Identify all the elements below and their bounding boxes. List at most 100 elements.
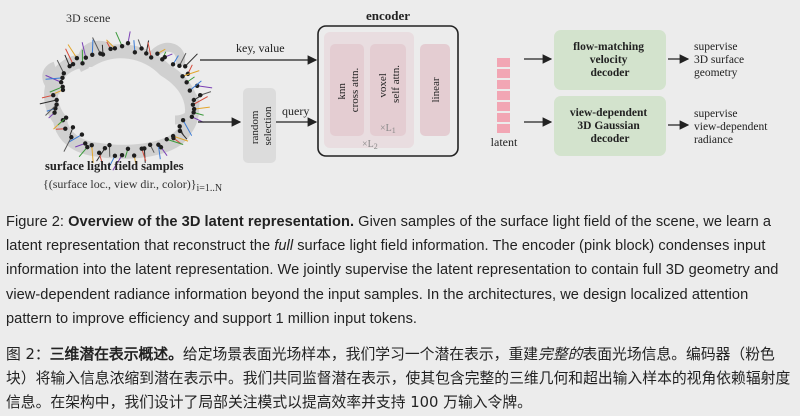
sample-ray xyxy=(112,154,123,171)
sample-ray xyxy=(157,144,161,160)
geometry-supervision-label: supervise 3D surface geometry xyxy=(694,41,747,79)
latent-cell xyxy=(497,80,510,89)
sample-point xyxy=(85,144,90,150)
sample-point xyxy=(58,80,64,85)
latent-cell xyxy=(497,58,510,67)
sample-ray xyxy=(197,85,213,89)
caption-zh-text-2: 表面光场信息。编码器（粉色块）将输入信息浓缩到潜在表示中。我们共同监督潜在表示，… xyxy=(6,346,791,411)
sample-point xyxy=(144,51,149,56)
sample-point xyxy=(197,93,203,98)
sample-point xyxy=(132,50,138,55)
inner-repeat-label: ×L1 xyxy=(380,123,396,135)
sample-ray xyxy=(65,48,74,65)
latent-cell xyxy=(497,91,510,100)
caption-english: Figure 2: Overview of the 3D latent repr… xyxy=(6,210,794,331)
sample-ray xyxy=(192,96,208,106)
sample-point xyxy=(119,43,125,49)
voxel-self-attn-block xyxy=(370,44,406,136)
encoder-title: encoder xyxy=(366,8,410,23)
sample-ray xyxy=(92,37,101,54)
sample-ray xyxy=(194,106,210,110)
sample-point xyxy=(102,146,108,151)
samples-formula: {(surface loc., view dir., color)}i=1..N xyxy=(43,177,222,194)
sample-ray xyxy=(45,77,63,80)
sample-ray xyxy=(107,155,116,169)
sample-point xyxy=(177,63,182,69)
knn-cross-attn-block xyxy=(330,44,364,136)
sample-point xyxy=(177,124,182,129)
flow-matching-decoder-block xyxy=(554,30,666,90)
latent-label: latent xyxy=(491,135,518,149)
sample-point xyxy=(184,80,189,85)
caption-zh-prefix: 图 2： xyxy=(6,346,50,363)
caption-en-title: Overview of the 3D latent representation… xyxy=(68,214,355,230)
sample-point xyxy=(180,74,185,79)
sample-point xyxy=(90,52,95,58)
sample-point xyxy=(70,125,76,130)
sample-point xyxy=(100,52,106,57)
sample-ray xyxy=(189,80,202,91)
sample-point xyxy=(63,115,69,120)
caption-en-prefix: Figure 2: xyxy=(6,214,69,230)
sample-point xyxy=(187,88,193,93)
latent-cell xyxy=(497,113,510,122)
sample-point xyxy=(177,128,183,134)
sample-ray xyxy=(178,52,187,67)
sample-ray xyxy=(56,59,65,74)
sample-point xyxy=(119,152,125,158)
linear-label: linear xyxy=(430,77,442,102)
sample-point xyxy=(164,137,169,142)
sample-point xyxy=(189,114,195,120)
sample-point xyxy=(180,118,186,123)
sample-point xyxy=(155,51,160,56)
sample-point xyxy=(52,110,57,115)
sample-ray xyxy=(49,86,63,93)
sample-point xyxy=(51,92,56,98)
sample-ray xyxy=(67,44,78,59)
flow-matching-decoder-label: flow-matching velocity decoder xyxy=(573,41,647,79)
sample-point xyxy=(89,142,94,148)
sample-point xyxy=(54,102,59,107)
latent-cell xyxy=(497,69,510,78)
sample-point xyxy=(74,55,80,61)
sample-point xyxy=(67,63,72,69)
sample-ray xyxy=(68,134,83,143)
sample-point xyxy=(156,142,161,147)
sample-point xyxy=(190,102,196,107)
sample-point xyxy=(83,141,88,146)
scene-point-cloud xyxy=(39,31,213,171)
sample-ray xyxy=(147,42,152,58)
sample-point xyxy=(60,84,65,89)
sample-ray xyxy=(115,31,123,47)
sample-point xyxy=(191,110,196,115)
sample-ray xyxy=(96,147,106,162)
sample-point xyxy=(148,55,154,60)
sample-point xyxy=(131,153,137,158)
sample-ray xyxy=(182,70,200,77)
caption-chinese: 图 2：三维潜在表示概述。给定场景表面光场样本，我们学习一个潜在表示，重建完整的… xyxy=(6,343,794,415)
sample-point xyxy=(63,126,68,131)
caption-zh-text-1: 给定场景表面光场样本，我们学习一个潜在表示，重建 xyxy=(182,346,539,363)
sample-point xyxy=(170,62,176,67)
sample-ray xyxy=(63,136,72,152)
sample-point xyxy=(147,142,153,147)
gaussian-decoder-label: view-dependent 3D Gaussian decoder xyxy=(570,107,650,145)
latent-stack xyxy=(497,58,510,133)
sample-ray xyxy=(39,99,57,105)
sample-point xyxy=(69,134,74,140)
key-value-label: key, value xyxy=(236,41,285,55)
caption-en-italic: full xyxy=(274,238,294,255)
sample-point xyxy=(80,61,85,66)
query-label: query xyxy=(282,104,309,118)
caption-zh-title: 三维潜在表示概述。 xyxy=(49,346,183,363)
sample-ray xyxy=(182,119,193,136)
sample-point xyxy=(191,97,197,103)
sample-ray xyxy=(166,138,184,145)
sample-point xyxy=(96,150,102,156)
latent-cell xyxy=(497,124,510,133)
scene-label: 3D scene xyxy=(66,11,110,25)
knn-cross-attn-label: knn cross attn. xyxy=(336,67,361,112)
sample-point xyxy=(125,146,131,151)
sample-ray xyxy=(45,104,57,116)
sample-point xyxy=(61,71,67,76)
